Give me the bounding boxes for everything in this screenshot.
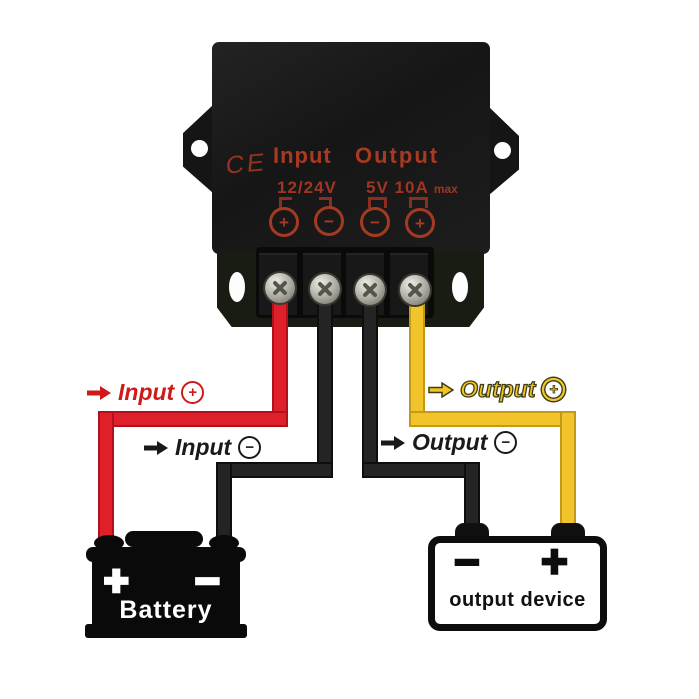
input-positive-wire-segment bbox=[98, 411, 288, 427]
converter-input-label: Input bbox=[273, 143, 332, 168]
flange-slot-icon bbox=[229, 272, 245, 302]
polarity-sign: + bbox=[549, 381, 559, 398]
bracket-mark bbox=[368, 197, 387, 208]
polarity-sign: + bbox=[188, 384, 198, 401]
terminal-sign: − bbox=[370, 212, 380, 232]
battery-top-rim bbox=[86, 547, 246, 562]
output-positive-wire-segment bbox=[409, 411, 576, 427]
battery-base bbox=[85, 624, 247, 638]
screw-icon bbox=[355, 275, 385, 305]
output-voltage: 5V bbox=[366, 178, 389, 197]
output-device-label: output device bbox=[449, 589, 586, 611]
converter-output-label: Output bbox=[355, 143, 440, 168]
battery-body bbox=[92, 560, 240, 625]
screw-icon bbox=[265, 273, 295, 303]
arrow-right-icon bbox=[381, 435, 405, 450]
converter-input-spec: 12/24V bbox=[277, 178, 337, 197]
terminal-circled-minus-icon: − bbox=[360, 207, 390, 237]
ce-mark: CE bbox=[224, 148, 269, 180]
output-negative-wire-segment bbox=[464, 462, 480, 533]
device-plus-sign: + bbox=[540, 535, 569, 587]
mounting-hole-icon bbox=[191, 140, 208, 157]
label-text: Input bbox=[118, 379, 175, 405]
terminal-sign: + bbox=[279, 212, 289, 232]
arrow-right-icon bbox=[87, 385, 111, 400]
output-positive-wire-segment bbox=[409, 296, 425, 418]
label-text: Output bbox=[459, 376, 536, 402]
output-device-box bbox=[428, 536, 607, 631]
screw-icon bbox=[400, 275, 430, 305]
output-negative-wire-segment bbox=[362, 462, 480, 478]
battery-plus-sign: + bbox=[102, 557, 130, 604]
battery-handle bbox=[125, 531, 203, 547]
circled-minus-icon: − bbox=[494, 431, 518, 454]
mounting-hole-icon bbox=[494, 142, 511, 159]
arrow-right-icon bbox=[144, 440, 168, 455]
terminal-circled-plus-icon: + bbox=[269, 207, 299, 237]
circled-plus-icon: + bbox=[181, 381, 205, 404]
input-positive-wire-segment bbox=[272, 296, 288, 418]
screw-icon bbox=[310, 274, 340, 304]
terminal-sign: + bbox=[415, 213, 425, 233]
device-minus-sign: − bbox=[453, 538, 481, 587]
bracket-mark bbox=[279, 197, 292, 208]
battery-label: Battery bbox=[119, 596, 213, 624]
output-positive-wire-segment bbox=[560, 411, 576, 533]
arrow-right-icon bbox=[428, 381, 454, 398]
bracket-mark bbox=[409, 197, 428, 208]
circled-plus-icon: + bbox=[542, 378, 566, 401]
polarity-sign: − bbox=[245, 439, 255, 456]
converter-output-spec: 5V 10A max bbox=[366, 178, 458, 198]
output-negative-wire-segment bbox=[362, 296, 378, 468]
input-positive-label: Input + bbox=[86, 379, 205, 405]
input-negative-label: Input− bbox=[143, 434, 262, 460]
input-negative-wire-segment bbox=[216, 462, 333, 478]
flange-slot-icon bbox=[452, 272, 468, 302]
label-text: Output bbox=[412, 429, 488, 455]
input-negative-wire-segment bbox=[317, 296, 333, 468]
polarity-sign: − bbox=[501, 434, 511, 451]
output-current-qualifier: max bbox=[433, 182, 458, 196]
label-text: Input bbox=[175, 434, 232, 460]
converter-box bbox=[212, 42, 490, 254]
terminal-sign: − bbox=[324, 211, 334, 231]
bracket-mark bbox=[319, 197, 332, 208]
input-negative-wire-segment bbox=[216, 462, 232, 543]
terminal-circled-plus-icon: + bbox=[405, 208, 435, 238]
terminal-circled-minus-icon: − bbox=[314, 206, 344, 236]
input-positive-wire-segment bbox=[98, 411, 114, 543]
output-negative-label: Output− bbox=[380, 429, 518, 455]
battery-minus-sign: − bbox=[193, 557, 221, 604]
output-positive-label: Output + bbox=[428, 376, 566, 402]
output-current: 10A bbox=[394, 178, 429, 197]
circled-minus-icon: − bbox=[238, 436, 262, 459]
